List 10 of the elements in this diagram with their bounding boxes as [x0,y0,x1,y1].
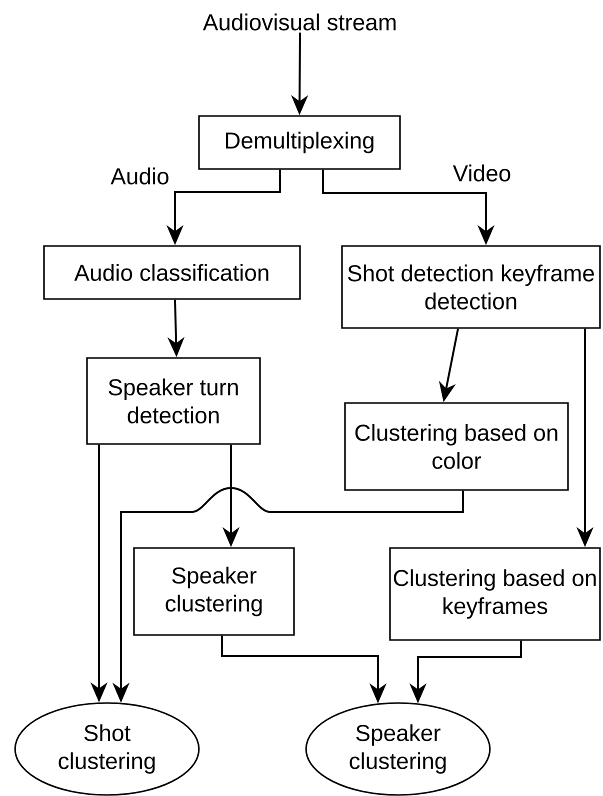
edge-label: Video [450,162,514,184]
process-box: Clustering based on keyframes [389,547,601,641]
process-box: Clustering based on color [344,402,569,491]
stream-label: Audiovisual stream [202,14,396,30]
process-box: Shot detection keyframe detection [341,245,601,329]
edge-label: Audio [108,166,172,186]
process-box: Demultiplexing [198,115,401,170]
process-box: Audio classification [43,245,301,300]
process-box: Speaker clustering [133,547,295,636]
process-box: Speaker turn detection [86,357,261,445]
